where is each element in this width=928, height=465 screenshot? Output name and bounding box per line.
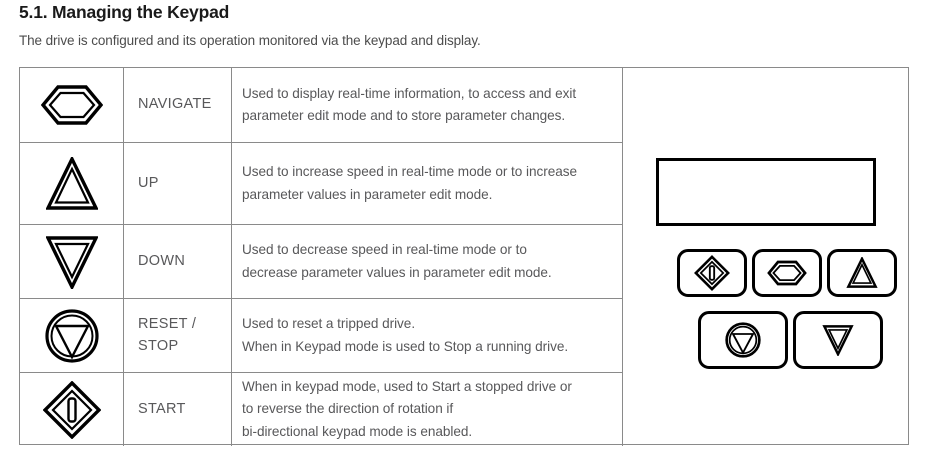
keypad-button-stop[interactable]: [698, 311, 788, 369]
description-line: parameter values in parameter edit mode.: [242, 186, 493, 202]
keypad-button-navigate[interactable]: [752, 249, 822, 297]
function-name: START: [124, 373, 232, 446]
function-name-line: UP: [138, 174, 159, 191]
keypad-button-up[interactable]: [827, 249, 897, 297]
function-name-line: NAVIGATE: [138, 96, 212, 113]
stop-circle-triangle-icon: [725, 322, 761, 358]
keypad-function-table: NAVIGATE Used to display real-time infor…: [19, 67, 910, 446]
description-line: parameter edit mode and to store paramet…: [242, 108, 566, 123]
keypad-button-down[interactable]: [793, 311, 883, 369]
table-row: START When in keypad mode, used to Start…: [20, 373, 622, 446]
function-name: NAVIGATE: [124, 68, 232, 142]
function-name: DOWN: [124, 225, 232, 298]
keypad-display: [656, 158, 876, 226]
page-title: 5.1. Managing the Keypad: [19, 2, 230, 22]
function-description: Used to decrease speed in real-time mode…: [232, 225, 622, 298]
function-name-line: STOP: [138, 337, 179, 354]
description-line: When in keypad mode, used to Start a sto…: [242, 379, 572, 395]
page-subtitle: The drive is configured and its operatio…: [19, 33, 481, 48]
function-description: Used to display real-time information, t…: [232, 68, 622, 142]
function-name-line: DOWN: [138, 252, 186, 269]
function-name-line: START: [138, 400, 186, 417]
description-line: Used to reset a tripped drive.: [242, 316, 416, 332]
triangle-down-outline-icon: [822, 325, 854, 356]
table-row: NAVIGATE Used to display real-time infor…: [20, 68, 622, 143]
function-name: UP: [124, 143, 232, 224]
description-line: bi-directional keypad mode is enabled.: [242, 423, 473, 439]
description-line: decrease parameter values in parameter e…: [242, 264, 552, 280]
triangle-up-outline-icon: [20, 143, 124, 224]
table-row: UP Used to increase speed in real-time m…: [20, 143, 622, 225]
function-description: Used to reset a tripped drive. When in K…: [232, 299, 622, 372]
keypad-illustration: [623, 68, 910, 446]
function-description: Used to increase speed in real-time mode…: [232, 143, 622, 224]
description-line: Used to display real-time information, t…: [242, 85, 577, 101]
hexagon-outline-icon: [767, 260, 807, 286]
start-diamond-bar-icon: [694, 255, 730, 291]
function-description: When in keypad mode, used to Start a sto…: [232, 373, 622, 446]
stop-circle-triangle-icon: [20, 299, 124, 372]
description-line: to reverse the direction of rotation if: [242, 401, 454, 417]
function-name-line: RESET /: [138, 316, 197, 333]
triangle-up-outline-icon: [846, 257, 878, 288]
function-name: RESET / STOP: [124, 299, 232, 372]
hexagon-outline-icon: [20, 68, 124, 142]
table-row: RESET / STOP Used to reset a tripped dri…: [20, 299, 622, 373]
table-row: DOWN Used to decrease speed in real-time…: [20, 225, 622, 299]
keypad-button-start[interactable]: [677, 249, 747, 297]
description-line: When in Keypad mode is used to Stop a ru…: [242, 338, 569, 354]
description-line: Used to decrease speed in real-time mode…: [242, 242, 527, 258]
column-divider: [622, 68, 623, 446]
start-diamond-bar-icon: [20, 373, 124, 446]
description-line: Used to increase speed in real-time mode…: [242, 164, 577, 180]
triangle-down-outline-icon: [20, 225, 124, 298]
